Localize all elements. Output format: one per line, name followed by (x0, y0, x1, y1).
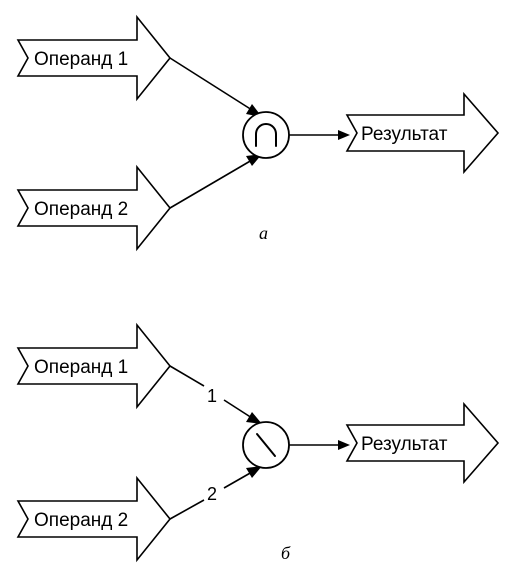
difference-icon (256, 433, 276, 457)
edge-1-label: 1 (207, 386, 217, 406)
edge-operand1-to-op-b (169, 365, 205, 387)
edge-operand2-to-op-b (169, 499, 205, 520)
result-arrow-shape-b (345, 401, 500, 485)
result-label-b: Результат (361, 434, 448, 455)
result-arrow-shape-a (345, 91, 500, 175)
result-node-a: Результат (345, 91, 500, 175)
operand-2-node: Операнд 2 (16, 164, 172, 252)
diagram-a: Операнд 1 Операнд 2 Результат а (16, 14, 500, 252)
operand-1-node-b: Операнд 1 (16, 322, 172, 410)
edge-2-label: 2 (207, 484, 217, 504)
edge-operand2-to-op (169, 159, 253, 209)
operand-2-label-b: Операнд 2 (34, 510, 128, 531)
edge-operand1-to-op-b-2 (223, 399, 253, 419)
edge-result-arrowhead (338, 130, 350, 140)
operand-1-arrow-shape (16, 14, 172, 102)
operand-1-node: Операнд 1 (16, 14, 172, 102)
edge-operand1-arrowhead-b (246, 412, 262, 424)
operand-1-arrow-shape-b (16, 322, 172, 410)
edge-operand2-to-op-b-2 (223, 471, 253, 489)
operand-2-node-b: Операнд 2 (16, 475, 172, 563)
diagram-b: Операнд 1 Операнд 2 1 2 Результат б (16, 322, 500, 563)
edge-result-arrowhead-b (338, 440, 350, 450)
caption-a: а (259, 223, 268, 243)
operation-circle-a (242, 111, 290, 159)
result-node-b: Результат (345, 401, 500, 485)
operand-2-arrow-shape (16, 164, 172, 252)
operand-2-arrow-shape-b (16, 475, 172, 563)
operation-node-b (242, 421, 290, 469)
intersection-icon (255, 123, 277, 147)
operand-1-label-b: Операнд 1 (34, 357, 128, 378)
edge-operand2-arrowhead-b (246, 466, 262, 478)
edge-operand1-to-op (169, 57, 253, 111)
caption-b: б (281, 543, 291, 563)
result-label-a: Результат (361, 124, 448, 145)
operand-2-label: Операнд 2 (34, 199, 128, 220)
operation-node-a (242, 111, 290, 159)
operand-1-label: Операнд 1 (34, 49, 128, 70)
